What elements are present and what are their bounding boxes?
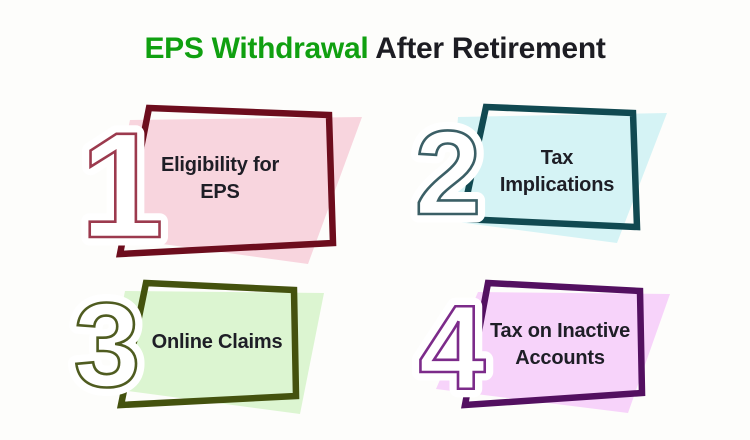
- card-1-shapes: 1 1: [72, 93, 362, 278]
- card-3-label: Online Claims: [127, 328, 307, 356]
- card-4-frame: [461, 279, 646, 409]
- card-2-label: Tax Implications: [467, 141, 647, 203]
- page-title: EPS Withdrawal After Retirement: [0, 32, 750, 66]
- title-highlight: EPS Withdrawal: [144, 32, 369, 65]
- card-2-shapes: 2 2: [406, 98, 667, 249]
- card-3-shapes: 3 3: [65, 270, 324, 421]
- card-2-number: 2: [415, 106, 482, 240]
- card-2-number-halo: 2: [415, 106, 482, 240]
- card-3-fill-shape: [106, 291, 324, 414]
- card-1-label-line1: Eligibility for: [160, 154, 280, 176]
- title-rest: After Retirement: [368, 32, 606, 65]
- card-4-label-line1: Tax on Inactive: [489, 320, 630, 342]
- card-2-label-line2: Implications: [499, 174, 615, 196]
- card-3-frame: [116, 279, 300, 409]
- card-2-label-line1: Tax: [540, 147, 574, 169]
- card-4-label: Tax on Inactive Accounts: [465, 315, 655, 375]
- card-4-shapes: 4 4: [410, 273, 670, 424]
- card-4-label-line2: Accounts: [515, 347, 605, 369]
- card-1-number-halo: 1: [80, 101, 163, 269]
- card-2-frame: [458, 103, 641, 231]
- card-4-number-halo: 4: [419, 281, 486, 415]
- card-3-number-halo: 3: [74, 278, 141, 412]
- card-3-number: 3: [74, 278, 141, 412]
- card-4-fill-shape: [436, 292, 670, 413]
- card-1-number: 1: [80, 101, 163, 269]
- card-1-label-line2: EPS: [200, 181, 240, 203]
- card-1-frame: [115, 104, 337, 258]
- card-1-fill-shape: [104, 117, 362, 264]
- card-3-label-line1: Online Claims: [151, 330, 283, 353]
- card-2-fill-shape: [450, 113, 667, 243]
- card-1-label: Eligibility for EPS: [130, 146, 310, 212]
- card-4-number: 4: [419, 281, 486, 415]
